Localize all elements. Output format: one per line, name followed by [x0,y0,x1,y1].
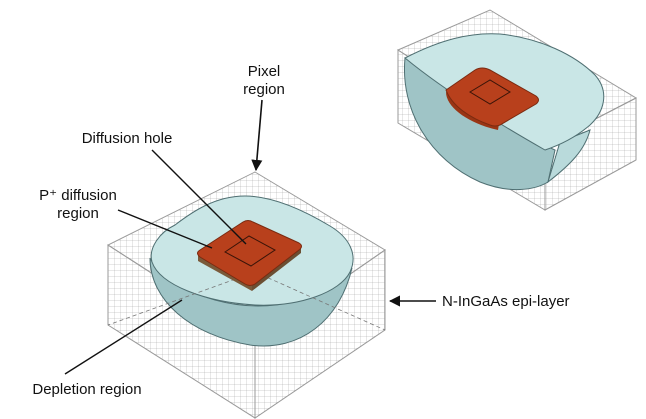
p-diffusion-pad [197,220,302,291]
pixel-region-label-line2: region [243,81,285,98]
main-pixel-cube [106,171,386,419]
p-diffusion-label-line1: P⁺ diffusion [39,187,117,204]
pixel-region-label-line1: Pixel [248,63,281,80]
labels: Pixel region Diffusion hole P⁺ diffusion… [32,63,569,398]
diffusion-hole [224,235,276,267]
p-diffusion-leader [117,209,213,249]
cutaway-pixel-cube [396,9,638,211]
p-diffusion-label-line2: region [57,205,99,222]
pixel-region-arrow [251,99,263,172]
cutaway-right-face [544,97,637,211]
diffusion-hole-leader [151,149,247,245]
depletion-region-label: Depletion region [32,381,141,398]
depletion-leader [64,299,183,375]
diffusion-hole-label: Diffusion hole [82,130,173,147]
epi-layer-label: N-InGaAs epi-layer [442,293,570,310]
cutaway-diffusion-hole [469,79,511,105]
cutaway-p-diffusion [445,67,539,130]
leader-lines [64,99,436,375]
